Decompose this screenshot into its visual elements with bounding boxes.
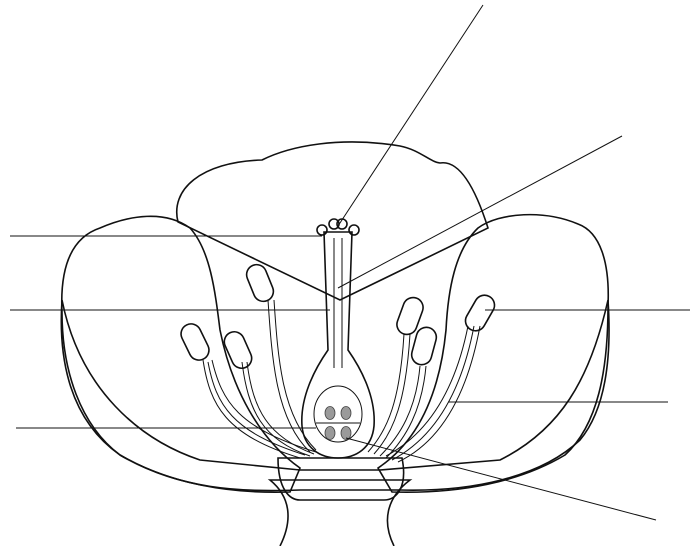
ovule [325, 407, 335, 420]
anther [244, 262, 277, 305]
ovary-inner [314, 386, 362, 442]
stamens-left [178, 262, 316, 458]
leader-line-upper-right [338, 136, 622, 288]
leader-line-top [338, 5, 483, 226]
ovule [325, 427, 335, 440]
leader-lines [10, 5, 690, 520]
filament [203, 360, 300, 458]
anther [221, 329, 255, 372]
anther [394, 295, 426, 338]
filament [380, 366, 420, 456]
style-and-ovary [302, 232, 374, 458]
anther [178, 321, 213, 364]
filament [398, 326, 480, 462]
left-petal [62, 216, 300, 492]
pistil [302, 219, 374, 458]
ovule [341, 407, 351, 420]
filament [386, 326, 468, 456]
stigma-lobe [317, 225, 327, 235]
stigma-lobe [349, 225, 359, 235]
filament [386, 366, 426, 458]
filament [368, 334, 404, 452]
back-petal [177, 142, 488, 300]
filament [268, 300, 310, 452]
ovule [341, 427, 351, 440]
leader-line-ovule [346, 438, 656, 520]
stamens-right [368, 292, 498, 462]
front-petal-rim [61, 300, 609, 491]
